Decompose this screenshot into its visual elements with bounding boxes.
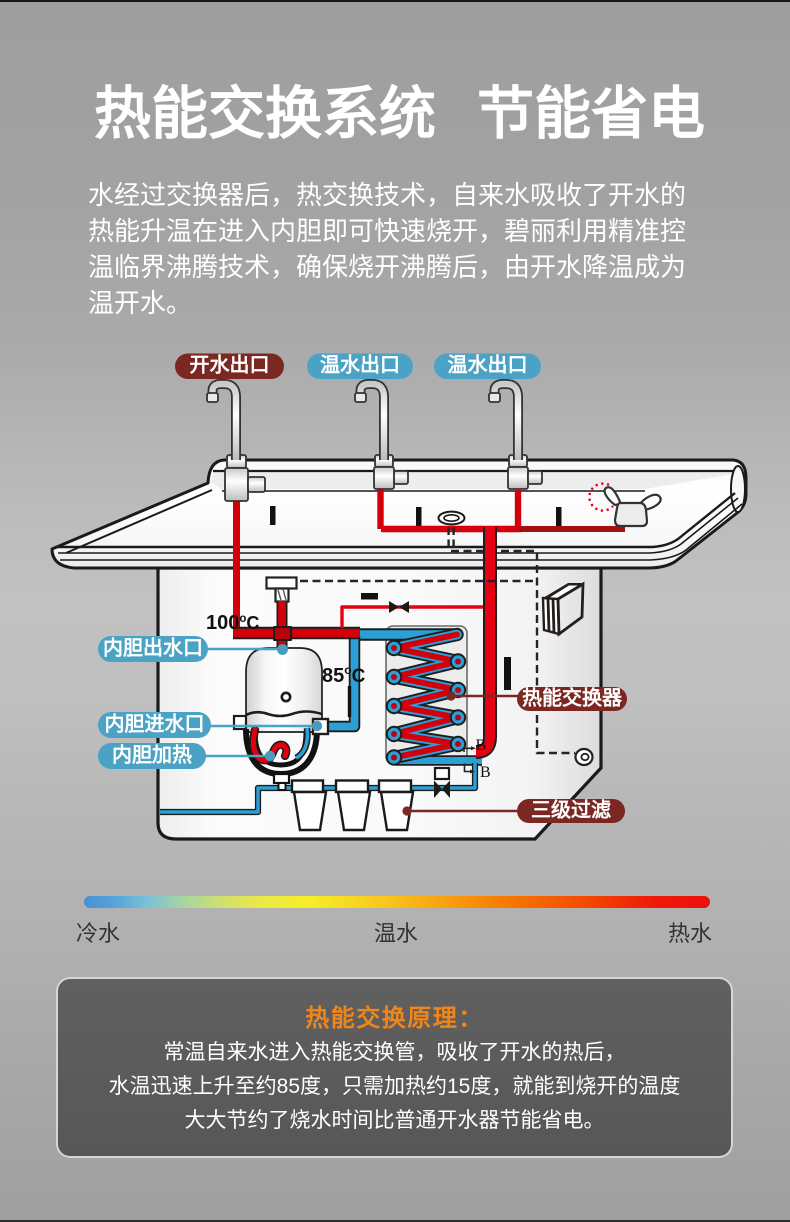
svg-text:开水出口: 开水出口 <box>190 354 270 377</box>
svg-text:温水出口: 温水出口 <box>448 353 528 377</box>
svg-text:100oC: 100oC <box>206 612 259 634</box>
svg-text:内胆进水口: 内胆进水口 <box>105 712 205 736</box>
svg-text:85oC: 85oC <box>322 663 366 687</box>
svg-text:三级过滤: 三级过滤 <box>531 798 611 822</box>
svg-text:内胆加热: 内胆加热 <box>112 743 192 767</box>
svg-text:温水出口: 温水出口 <box>320 353 400 377</box>
svg-text:内胆出水口: 内胆出水口 <box>103 636 203 660</box>
svg-text:B: B <box>480 764 491 781</box>
svg-text:B: B <box>476 737 487 754</box>
svg-text:热能交换器: 热能交换器 <box>522 686 623 710</box>
